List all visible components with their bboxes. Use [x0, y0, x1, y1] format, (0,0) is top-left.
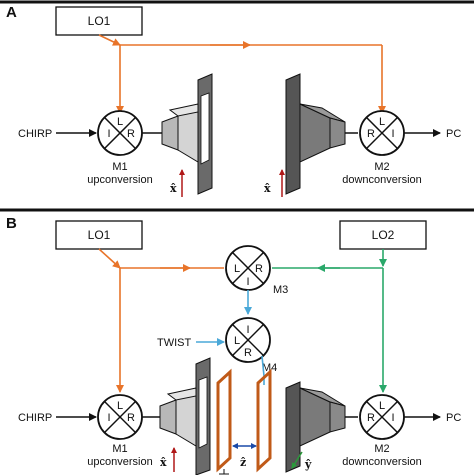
m4-name: M4	[262, 362, 277, 374]
panel-a-label: A	[6, 4, 17, 21]
m1b-name: M1	[112, 443, 127, 455]
lo2-box	[339, 220, 427, 250]
mixer-m1: L I R	[97, 110, 143, 156]
m3-port-l: L	[234, 263, 240, 275]
horn-antenna-right-b	[285, 381, 346, 473]
z-axis: ẑ	[240, 456, 246, 469]
pc-label-b: PC	[446, 412, 461, 424]
y-arrow	[291, 451, 303, 469]
lo1-feed-b	[98, 248, 121, 269]
m4-port-i: I	[246, 324, 249, 336]
m1b-role: upconversion	[87, 456, 152, 468]
m4-port-r: R	[244, 347, 252, 359]
m2b-name: M2	[374, 443, 389, 455]
m3-name: M3	[273, 284, 288, 296]
chirp-label-b: CHIRP	[18, 412, 52, 424]
m3-port-i: I	[246, 276, 249, 288]
panel-b-label: B	[6, 215, 17, 232]
m1-role: upconversion	[87, 174, 152, 186]
mixer-m2-b: L R I	[359, 394, 405, 440]
panel-b: B LO1 LO2 L I R M3 TWIST	[6, 215, 461, 475]
m1b-port-l: L	[117, 400, 123, 412]
lo1-box-b	[55, 220, 143, 250]
m2-port-i: I	[391, 128, 394, 140]
m2b-port-l: L	[379, 400, 385, 412]
m2-name: M2	[374, 161, 389, 173]
horn-antenna-left	[161, 73, 213, 195]
m1-port-r: R	[127, 128, 135, 140]
m2-port-r: R	[367, 128, 375, 140]
horn-antenna-right	[285, 73, 346, 195]
m1-name: M1	[112, 161, 127, 173]
x-axis-left-b: x̂	[160, 456, 167, 469]
horn-antenna-left-b	[159, 357, 211, 475]
lo2-label: LO2	[372, 228, 395, 242]
lo1-label: LO1	[88, 14, 111, 28]
m1b-port-i: I	[107, 412, 110, 424]
twist-label: TWIST	[157, 337, 191, 349]
m2b-role: downconversion	[342, 456, 422, 468]
m1-port-i: I	[107, 128, 110, 140]
mixer-m2: L R I	[359, 110, 405, 156]
m2-role: downconversion	[342, 174, 422, 186]
m2-port-l: L	[379, 116, 385, 128]
x-axis-right: x̂	[264, 182, 271, 195]
m2b-port-r: R	[367, 412, 375, 424]
pc-label: PC	[446, 128, 461, 140]
lo1-feed	[98, 34, 121, 46]
m1-port-l: L	[117, 116, 123, 128]
m2b-port-i: I	[391, 412, 394, 424]
x-axis-left: x̂	[170, 182, 177, 195]
panel-a: A LO1 CHIRP L I R M1 upconversion	[0, 0, 474, 197]
mixer-m4: I L R	[225, 317, 271, 363]
twist-coil-left	[216, 368, 232, 475]
mixer-m1-b: L I R	[97, 394, 143, 440]
m1b-port-r: R	[127, 412, 135, 424]
lo1-label-b: LO1	[88, 228, 111, 242]
m4-port-l: L	[234, 335, 240, 347]
mixer-m3: L I R	[225, 245, 271, 291]
y-axis: ŷ	[304, 458, 312, 471]
m3-port-r: R	[255, 263, 263, 275]
twist-coil-right	[256, 368, 272, 473]
chirp-label: CHIRP	[18, 128, 52, 140]
